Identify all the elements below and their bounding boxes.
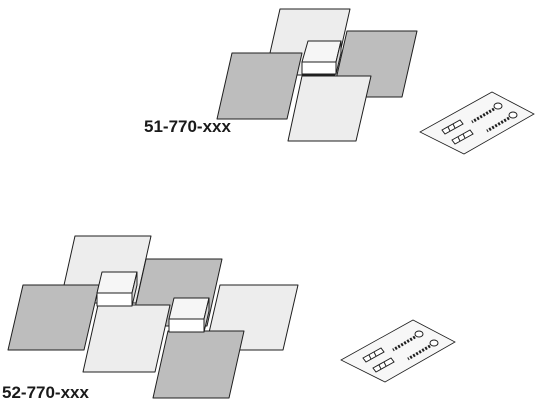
panel-center-front — [82, 304, 171, 373]
screw-icon — [407, 339, 439, 361]
bag-outline — [419, 91, 535, 155]
panel-left — [216, 52, 303, 120]
panel-far-left — [7, 284, 100, 351]
junction-box — [168, 297, 210, 333]
box-front — [301, 61, 337, 75]
panel-set-1 — [216, 8, 418, 142]
hardware-bag-icon — [419, 91, 535, 155]
junction-box — [96, 271, 138, 307]
part-number-label: 51-770-xxx — [144, 117, 231, 136]
wall-plug-icon — [362, 347, 385, 363]
wall-plug-icon — [451, 129, 474, 145]
box-side — [203, 297, 210, 333]
box-side — [335, 40, 342, 75]
screw-icon — [486, 111, 518, 133]
box-top — [301, 40, 342, 63]
box-top — [96, 271, 138, 294]
panel-front — [287, 75, 372, 142]
box-side — [131, 271, 138, 307]
box-front — [168, 318, 205, 333]
panel-set-2 — [7, 235, 299, 399]
wall-plug-icon — [441, 119, 464, 135]
screw-icon — [392, 330, 424, 352]
panel-bottom-right — [152, 330, 245, 399]
junction-box — [301, 40, 342, 75]
wall-plug-icon — [372, 357, 395, 373]
screw-icon — [471, 102, 503, 124]
bag-outline — [340, 319, 456, 383]
hardware-bag-icon — [340, 319, 456, 383]
part-number-label: 52-770-xxx — [2, 383, 89, 402]
box-top — [168, 297, 210, 320]
box-front — [96, 292, 133, 307]
